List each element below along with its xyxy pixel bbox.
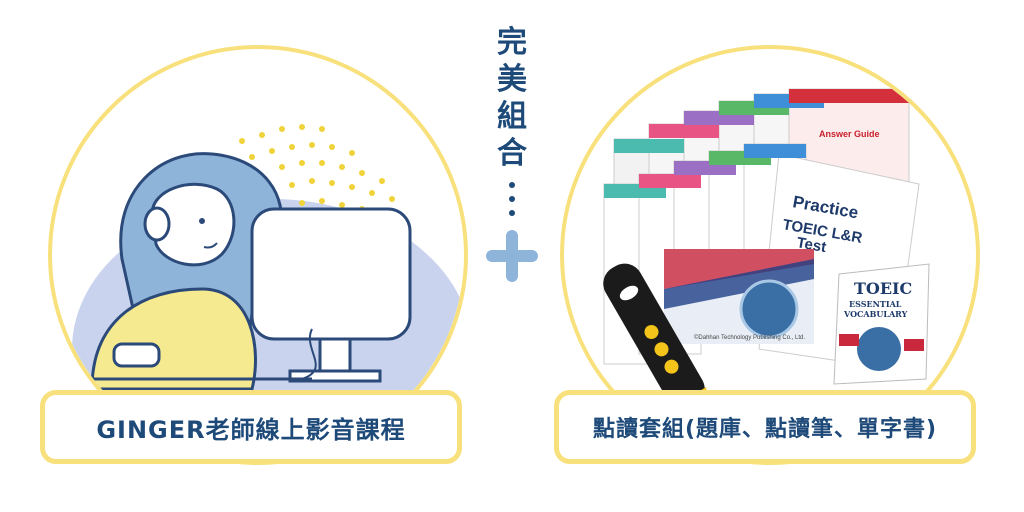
plus-icon xyxy=(486,230,538,282)
online-course-label: GINGER老師線上影音課程 xyxy=(40,390,462,464)
heading-char-3: 組 xyxy=(497,99,527,134)
publisher-text: ©Dahhan Technology Publishing Co., Ltd. xyxy=(694,334,805,341)
book-set-illustration: Answer Guide Practice TOEIC L&R Test xyxy=(603,88,930,428)
heading-char-1: 完 xyxy=(497,25,527,60)
answer-guide-text: Answer Guide xyxy=(819,129,880,139)
perfect-combination-heading: 完 美 組 合 xyxy=(492,24,532,220)
vocabulary-book: TOEIC ESSENTIAL VOCABULARY xyxy=(833,263,930,385)
vocab-title-line3: VOCABULARY xyxy=(843,309,908,319)
heading-char-2: 美 xyxy=(497,62,527,97)
vocab-title-line2: ESSENTIAL xyxy=(849,299,902,309)
heading-char-4: 合 xyxy=(497,136,527,171)
reading-pen-set-label: 點讀套組(題庫、點讀筆、單字書) xyxy=(554,390,976,464)
vocab-title-line1: TOEIC xyxy=(854,279,912,298)
online-course-panel: GINGER老師線上影音課程 xyxy=(40,45,468,465)
ellipsis-dots xyxy=(509,178,515,220)
reading-pen-set-panel: Answer Guide Practice TOEIC L&R Test xyxy=(554,45,980,465)
